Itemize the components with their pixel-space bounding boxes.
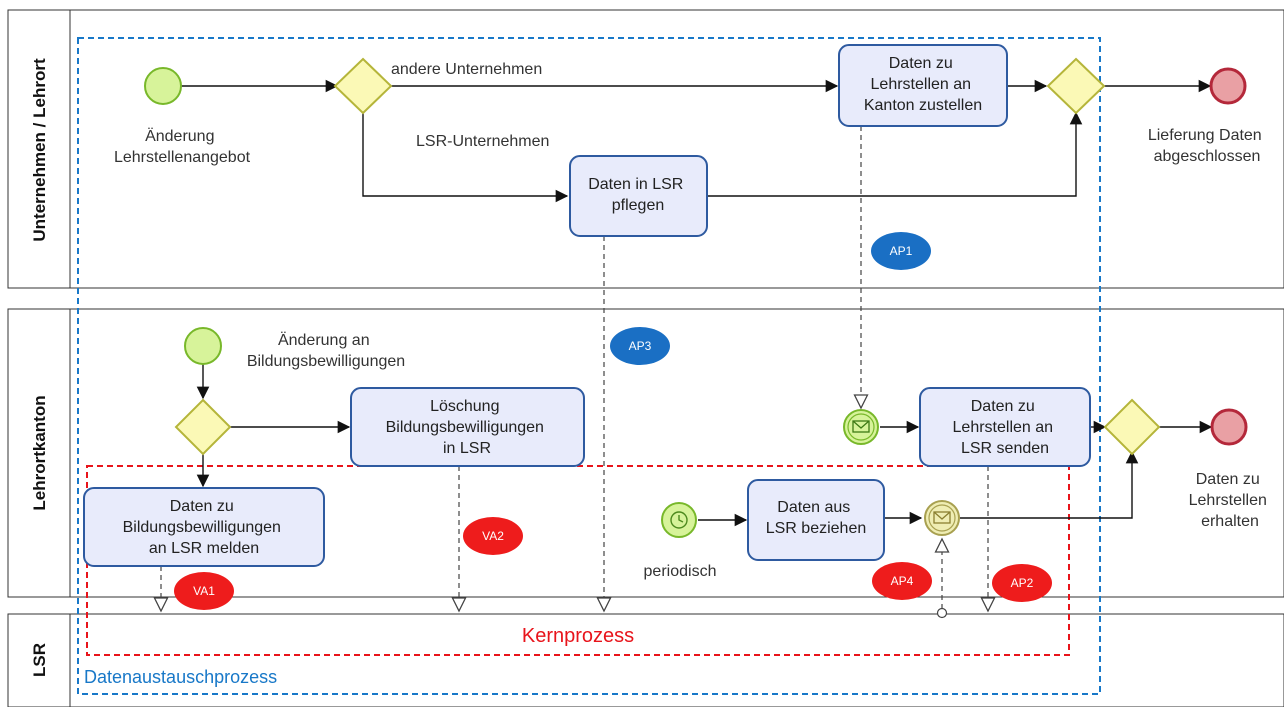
lane-label-unternehmen: Unternehmen / Lehrort	[30, 58, 49, 242]
lane-label-lsr: LSR	[30, 643, 49, 677]
svg-text:Daten zu Bildungsbewilli: Daten zu Bildungsbewilligungen an LSR me…	[123, 498, 286, 557]
task-label-line: LSR senden	[961, 440, 1049, 457]
task-label-line: LSR beziehen	[766, 520, 867, 537]
flow-pflegen-gateway2	[707, 111, 1083, 197]
task-label-line: Bildungsbewilligungen	[123, 519, 281, 536]
badge-va1: VA1	[174, 572, 234, 610]
task-daten-lsr-senden[interactable]: Daten zu Lehrstellen an LSR senden	[919, 387, 1091, 467]
lane-label-lehrortkanton: Lehrortkanton	[30, 395, 49, 510]
gateway-kanton-merge[interactable]	[1103, 398, 1161, 456]
start1-label-line1: Änderung	[145, 127, 214, 145]
swimlane-lsr: LSR	[7, 613, 1284, 707]
badge-ap1: AP1	[871, 232, 931, 270]
end2-label-line1: Daten zu	[1196, 471, 1260, 488]
datenaustausch-label: Datenaustauschprozess	[84, 667, 277, 687]
task-label-line: an LSR melden	[149, 540, 259, 557]
task-label-line: Bildungsbewilligungen	[386, 419, 544, 436]
message-source-marker	[936, 607, 948, 619]
datenaustausch-region	[77, 37, 1101, 695]
badge-ap4-label: AP4	[891, 574, 914, 588]
end-event-erhalten[interactable]	[1210, 408, 1248, 446]
badge-va2: VA2	[463, 517, 523, 555]
envelope-icon	[933, 511, 951, 524]
message-catch-event-kanton[interactable]	[843, 409, 879, 445]
flow-label-lsr-unternehmen: LSR-Unternehmen	[416, 133, 549, 150]
start1-label-line2: Lehrstellenangebot	[114, 149, 251, 166]
gateway-kanton-split[interactable]	[174, 398, 232, 456]
task-label-line: Daten in LSR	[588, 176, 683, 193]
end2-label-line3: erhalten	[1201, 513, 1259, 530]
svg-text:Änderung an Bildungsbewill: Änderung an Bildungsbewilligungen	[247, 331, 405, 370]
task-loeschung-bildungsbewilligungen[interactable]: Löschung Bildungsbewilligungen in LSR	[350, 387, 585, 467]
flow-label-andere-unternehmen: andere Unternehmen	[391, 61, 542, 78]
timer-label: periodisch	[644, 563, 717, 580]
task-label-line: in LSR	[443, 440, 491, 457]
task-daten-kanton-zustellen[interactable]: Daten zu Lehrstellen an Kanton zustellen	[838, 44, 1008, 127]
flow-msg-gateway4	[960, 450, 1139, 519]
task-daten-lsr-pflegen[interactable]: Daten in LSR pflegen	[569, 155, 708, 237]
clock-icon	[670, 511, 688, 529]
start-event-bildungsbewilligungen[interactable]	[184, 327, 222, 365]
badge-ap1-label: AP1	[890, 244, 913, 258]
gateway-unternehmen-merge[interactable]	[1046, 57, 1106, 115]
svg-text:Löschung Bildungsbewilli: Löschung Bildungsbewilligungen in LSR	[386, 398, 549, 457]
task-label-line: Kanton zustellen	[864, 97, 982, 114]
swimlane-lehrortkanton: Lehrortkanton	[7, 308, 1284, 598]
badge-ap3: AP3	[610, 327, 670, 365]
message-flows	[161, 126, 988, 611]
envelope-icon	[852, 420, 870, 433]
task-label-line: Lehrstellen an	[871, 76, 972, 93]
task-label-line: Daten zu	[889, 55, 953, 72]
badge-va1-label: VA1	[193, 584, 215, 598]
flow-gateway1-pflegen	[362, 113, 569, 203]
end2-label-line2: Lehrstellen	[1189, 492, 1267, 509]
badge-ap2-label: AP2	[1011, 576, 1034, 590]
sequence-flows	[181, 79, 1213, 527]
svg-text:Lieferung Daten abgeschlos: Lieferung Daten abgeschlossen	[1148, 127, 1266, 165]
swimlane-unternehmen: Unternehmen / Lehrort	[7, 9, 1284, 289]
badge-ap3-label: AP3	[629, 339, 652, 353]
message-intermediate-event-lsr[interactable]	[924, 500, 960, 536]
svg-text:Daten zu Lehrstellen an: Daten zu Lehrstellen an Kanton zustellen	[864, 55, 982, 114]
svg-text:Daten aus LSR beziehen: Daten aus LSR beziehen	[766, 499, 867, 537]
svg-text:Daten in LSR pflegen: Daten in LSR pflegen	[588, 176, 688, 214]
svg-text:Daten zu Lehrstellen e: Daten zu Lehrstellen erhalten	[1189, 471, 1272, 530]
task-bildungsbewilligungen-melden[interactable]: Daten zu Bildungsbewilligungen an LSR me…	[83, 487, 325, 567]
task-daten-lsr-beziehen[interactable]: Daten aus LSR beziehen	[747, 479, 885, 561]
start2-label-line1: Änderung an	[278, 331, 370, 349]
kernprozess-label: Kernprozess	[522, 625, 634, 647]
task-label-line: Löschung	[430, 398, 499, 415]
task-label-line: Lehrstellen an	[953, 419, 1054, 436]
end1-label-line2: abgeschlossen	[1154, 148, 1261, 165]
badge-ap2: AP2	[992, 564, 1052, 602]
start2-label-line2: Bildungsbewilligungen	[247, 353, 405, 370]
svg-text:Änderung Lehrstellenangebo: Änderung Lehrstellenangebot	[114, 127, 251, 166]
gateway-unternehmen-split[interactable]	[333, 57, 393, 115]
task-label-line: Daten aus	[777, 499, 850, 516]
task-label-line: Daten zu	[170, 498, 234, 515]
timer-start-event[interactable]	[661, 502, 697, 538]
svg-text:Daten zu Lehrstellen an: Daten zu Lehrstellen an LSR senden	[953, 398, 1058, 457]
badge-ap4: AP4	[872, 562, 932, 600]
task-label-line: Daten zu	[971, 398, 1035, 415]
end-event-lieferung[interactable]	[1209, 67, 1247, 105]
badge-va2-label: VA2	[482, 529, 504, 543]
task-label-line: pflegen	[612, 197, 665, 214]
end1-label-line1: Lieferung Daten	[1148, 127, 1262, 144]
start-event-lehrstellenangebot[interactable]	[144, 67, 182, 105]
